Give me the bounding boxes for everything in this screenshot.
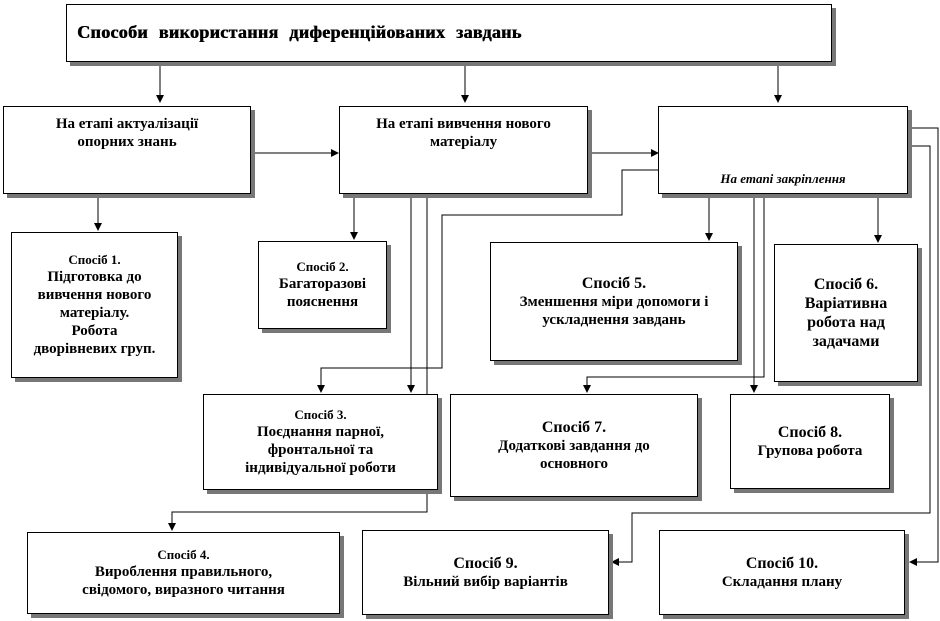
- method-5-line-2: ускладнення завдань: [542, 312, 686, 329]
- method-3-line-3: індивідуальної роботи: [245, 459, 396, 476]
- method-7-line-2: основного: [539, 456, 609, 473]
- method-2-line-1: Багаторазові: [278, 275, 367, 292]
- stage-consolidation-label: На етапі закріплення: [720, 171, 846, 187]
- method-7-box: Спосіб 7. Додаткові завдання до основног…: [450, 394, 698, 497]
- method-8-line-1: Групова робота: [757, 443, 863, 460]
- method-9-heading: Спосіб 9.: [453, 554, 518, 572]
- method-1-line-4: Робота: [71, 322, 118, 339]
- arrow-stage3-m3: [317, 169, 658, 393]
- method-3-line-2: фронтальної та: [267, 441, 374, 458]
- stage-actualization-label: На етапі актуалізації опорних знань: [55, 116, 199, 150]
- stage-new-material-label: На етапі вивчення нового матеріалу: [376, 116, 551, 150]
- arrow-stage3-m7: [583, 194, 765, 393]
- stage-consolidation-box: На етапі закріплення: [658, 106, 908, 194]
- method-4-heading: Спосіб 4.: [157, 547, 210, 563]
- method-4-line-1: Вироблення правильного,: [94, 563, 273, 580]
- method-10-box: Спосіб 10. Складання плану: [659, 530, 905, 615]
- method-6-line-2: робота над: [807, 314, 885, 331]
- method-2-box: Спосіб 2. Багаторазові пояснення: [258, 241, 387, 329]
- title-box: Способи використання диференційованих за…: [66, 4, 832, 62]
- method-7-line-1: Додаткові завдання до: [498, 438, 650, 455]
- method-9-box: Спосіб 9. Вільний вибір варіантів: [362, 530, 609, 615]
- method-1-box: Спосіб 1. Підготовка до вивчення нового …: [11, 232, 178, 378]
- method-5-heading: Спосіб 5.: [581, 274, 647, 292]
- method-8-box: Спосіб 8. Групова робота: [730, 394, 890, 489]
- method-3-box: Спосіб 3. Поєднання парної, фронтальної …: [203, 394, 438, 490]
- method-3-line-1: Поєднання парної,: [256, 423, 385, 440]
- method-4-line-2: свідомого, виразного читання: [82, 581, 285, 598]
- method-10-heading: Спосіб 10.: [745, 554, 819, 572]
- method-8-heading: Спосіб 8.: [777, 423, 843, 441]
- method-1-line-2: вивчення нового: [37, 286, 152, 303]
- arrow-stage2-m4: [168, 194, 428, 531]
- diagram-title: Способи використання диференційованих за…: [77, 22, 522, 43]
- method-5-box: Спосіб 5. Зменшення міри допомоги і ускл…: [490, 242, 738, 361]
- method-9-line-1: Вільний вибір варіантів: [403, 574, 568, 591]
- method-3-heading: Спосіб 3.: [294, 407, 347, 423]
- method-6-line-3: задачами: [812, 333, 880, 351]
- method-10-line-1: Складання плану: [721, 574, 843, 591]
- method-2-heading: Спосіб 2.: [296, 259, 349, 275]
- method-1-line-1: Підготовка до: [47, 268, 142, 285]
- method-6-line-1: Варіативна: [804, 294, 888, 312]
- stage-new-material-box: На етапі вивчення нового матеріалу: [339, 106, 588, 194]
- method-2-line-2: пояснення: [286, 293, 359, 310]
- method-6-box: Спосіб 6. Варіативна робота над задачами: [774, 244, 918, 382]
- arrow-stage3-m9: [611, 145, 931, 566]
- method-7-heading: Спосіб 7.: [541, 418, 607, 436]
- arrow-stage3-m10: [906, 127, 939, 566]
- method-4-box: Спосіб 4. Вироблення правильного, свідом…: [27, 532, 340, 614]
- method-1-line-5: дворівневих груп.: [33, 340, 156, 357]
- method-5-line-1: Зменшення міри допомоги і: [519, 294, 709, 311]
- method-6-heading: Спосіб 6.: [813, 275, 879, 293]
- method-1-heading: Спосіб 1.: [68, 252, 121, 268]
- method-1-line-3: матеріалу.: [59, 304, 130, 321]
- stage-actualization-box: На етапі актуалізації опорних знань: [3, 106, 251, 194]
